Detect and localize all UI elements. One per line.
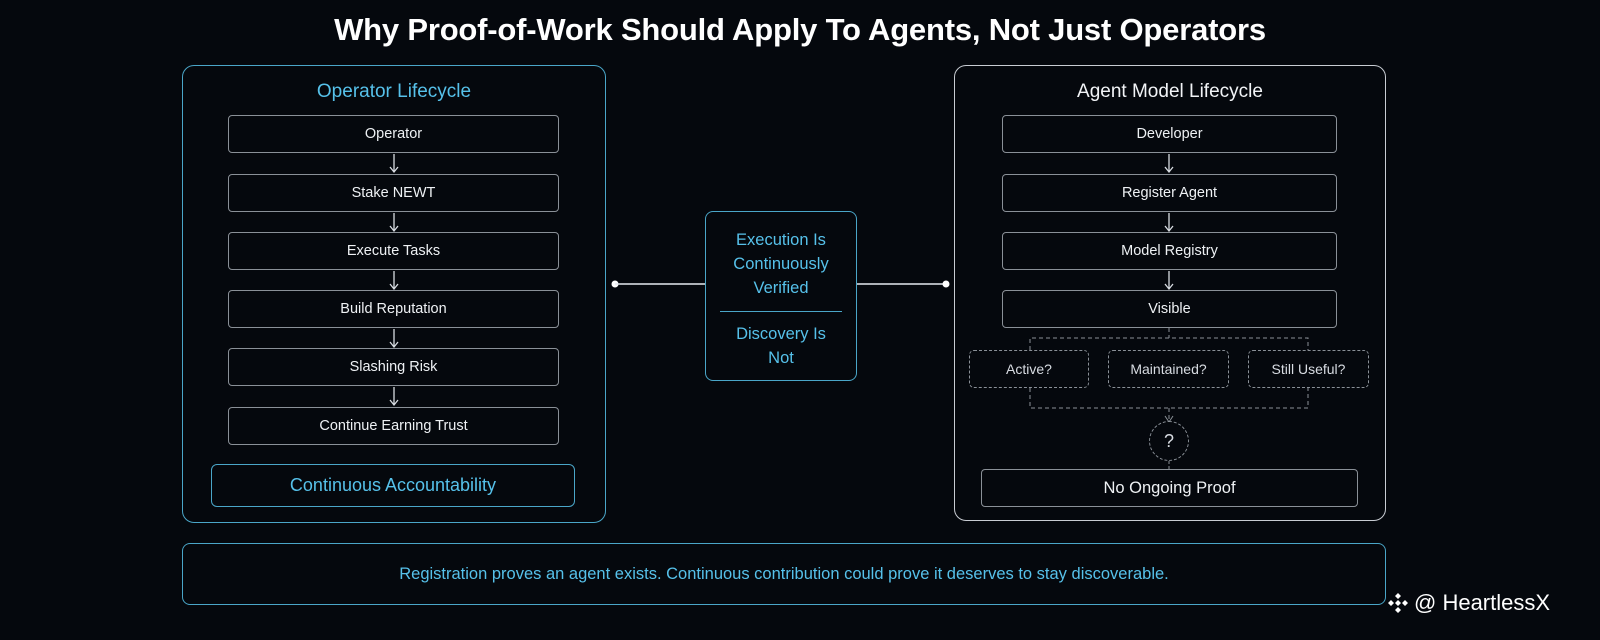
down-arrow-icon bbox=[1164, 213, 1174, 233]
operator-step: Slashing Risk bbox=[228, 348, 559, 386]
operator-step: Build Reputation bbox=[228, 290, 559, 328]
agent-step: Register Agent bbox=[1002, 174, 1337, 212]
verification-contrast-box: Execution Is Continuously Verified Disco… bbox=[705, 211, 857, 381]
watermark: @ HeartlessX bbox=[1386, 588, 1550, 618]
center-top-line: Execution Is bbox=[736, 231, 826, 249]
down-arrow-icon bbox=[389, 329, 399, 349]
down-arrow-icon bbox=[389, 154, 399, 174]
operator-lifecycle-title: Operator Lifecycle bbox=[316, 81, 472, 102]
footer-statement: Registration proves an agent exists. Con… bbox=[182, 543, 1386, 605]
down-arrow-icon bbox=[389, 387, 399, 407]
agent-step: Visible bbox=[1002, 290, 1337, 328]
connector-lines bbox=[611, 280, 950, 288]
down-arrow-icon bbox=[389, 271, 399, 291]
operator-step: Continue Earning Trust bbox=[228, 407, 559, 445]
connector-dot-right bbox=[942, 280, 950, 288]
continuous-accountability-box: Continuous Accountability bbox=[211, 464, 575, 507]
operator-lifecycle-panel: Operator Lifecycle bbox=[182, 65, 606, 523]
agent-lifecycle-title: Agent Model Lifecycle bbox=[1077, 81, 1263, 102]
agent-step: Developer bbox=[1002, 115, 1337, 153]
operator-step: Operator bbox=[228, 115, 559, 153]
agent-step: Model Registry bbox=[1002, 232, 1337, 270]
uncertainty-branch-lines bbox=[1029, 328, 1309, 469]
page-title: Why Proof-of-Work Should Apply To Agents… bbox=[334, 12, 1266, 47]
down-arrow-icon bbox=[1164, 271, 1174, 291]
question-still-useful: Still Useful? bbox=[1248, 350, 1369, 388]
down-arrow-icon bbox=[1164, 154, 1174, 174]
no-ongoing-proof-box: No Ongoing Proof bbox=[981, 469, 1358, 507]
watermark-text: @ HeartlessX bbox=[1414, 590, 1551, 615]
center-top-line: Continuously bbox=[733, 255, 829, 273]
down-arrow-icon bbox=[389, 213, 399, 233]
unknown-circle: ? bbox=[1149, 421, 1189, 461]
center-top-line: Verified bbox=[753, 279, 809, 297]
agent-lifecycle-panel: Agent Model Lifecycle bbox=[954, 65, 1386, 521]
center-divider bbox=[720, 311, 842, 312]
center-bottom-line: Not bbox=[768, 349, 794, 367]
question-maintained: Maintained? bbox=[1108, 350, 1229, 388]
operator-step: Execute Tasks bbox=[228, 232, 559, 270]
diamond-logo-icon bbox=[1388, 593, 1408, 613]
question-active: Active? bbox=[969, 350, 1089, 388]
center-bottom-line: Discovery Is bbox=[736, 325, 826, 343]
operator-step: Stake NEWT bbox=[228, 174, 559, 212]
